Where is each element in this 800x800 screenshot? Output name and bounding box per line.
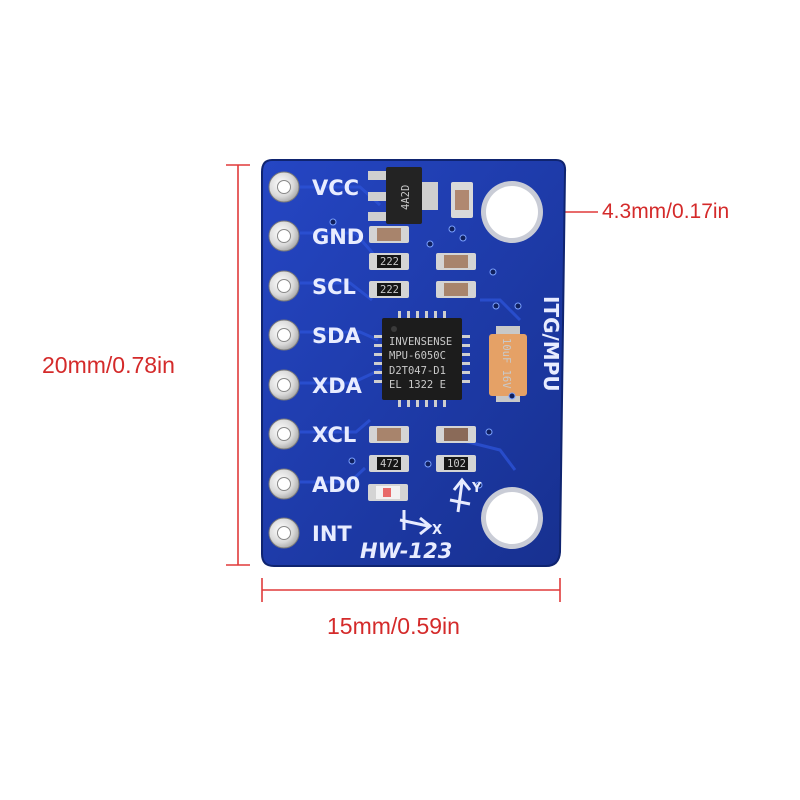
pin-pad [268, 220, 300, 252]
pin-label-vcc: VCC [312, 176, 359, 200]
capacitor-ceramic [436, 253, 476, 270]
resistor-472: 472 [369, 455, 409, 472]
pin-labels: VCC GND SCL SDA XDA XCL AD0 INT [312, 176, 364, 546]
pin-pad [268, 468, 300, 500]
svg-text:222: 222 [380, 256, 399, 268]
chip-line-1: INVENSENSE [389, 336, 452, 348]
pin-label-ad0: AD0 [312, 473, 360, 497]
pin-label-xda: XDA [312, 374, 363, 398]
pin-pad [268, 369, 300, 401]
pcb-board: VCC GND SCL SDA XDA XCL AD0 INT 4A2D [261, 159, 567, 567]
pcb-traces [300, 185, 522, 484]
pin-pad [268, 270, 300, 302]
axis-markings [399, 477, 472, 536]
axis-y-label: Y [471, 481, 482, 496]
capacitor-ceramic [369, 226, 409, 243]
svg-text:102: 102 [447, 458, 466, 470]
height-dimension-label: 20mm/0.78in [42, 352, 175, 378]
capacitor-ceramic [369, 426, 409, 443]
pin-pad [268, 418, 300, 450]
mpu-chip: INVENSENSE MPU-6050C D2T047-D1 EL 1322 E [374, 311, 470, 407]
pin-label-int: INT [312, 522, 352, 546]
axis-x-arrow-icon [399, 510, 433, 536]
capacitor-ceramic [436, 281, 476, 298]
mounting-holes [481, 181, 543, 549]
power-led [368, 484, 408, 501]
chip-line-3: D2T047-D1 [389, 365, 446, 377]
pin-label-gnd: GND [312, 225, 364, 249]
capacitor-ceramic [436, 426, 476, 443]
pin-pad [268, 319, 300, 351]
capacitor-marking: 10uF 16V [500, 338, 512, 389]
regulator-marking: 4A2D [400, 185, 412, 210]
voltage-regulator: 4A2D [368, 167, 438, 224]
pin-label-scl: SCL [312, 275, 356, 299]
vias [329, 218, 522, 489]
chip-line-4: EL 1322 E [389, 379, 446, 391]
axis-y-arrow-icon [449, 477, 472, 513]
board-model-label: HW-123 [360, 539, 452, 563]
resistor-102: 102 [436, 455, 476, 472]
hole-dimension-label: 4.3mm/0.17in [602, 200, 730, 223]
pin-pad [268, 171, 300, 203]
resistor-222-a: 222 [369, 253, 409, 270]
pin-pads [268, 171, 300, 549]
tantalum-capacitor: 10uF 16V [489, 326, 527, 402]
passive-components: 222 222 [369, 226, 476, 472]
capacitor-small [451, 182, 473, 218]
svg-text:222: 222 [380, 284, 399, 296]
pin-label-xcl: XCL [312, 423, 356, 447]
resistor-222-b: 222 [369, 281, 409, 298]
svg-text:472: 472 [380, 458, 399, 470]
pin-pad [268, 517, 300, 549]
axis-x-label: X [432, 523, 442, 538]
board-side-label: ITG/MPU [539, 296, 563, 392]
pin-label-sda: SDA [312, 324, 362, 348]
chip-line-2: MPU-6050C [389, 350, 446, 362]
width-dimension-label: 15mm/0.59in [327, 613, 460, 639]
